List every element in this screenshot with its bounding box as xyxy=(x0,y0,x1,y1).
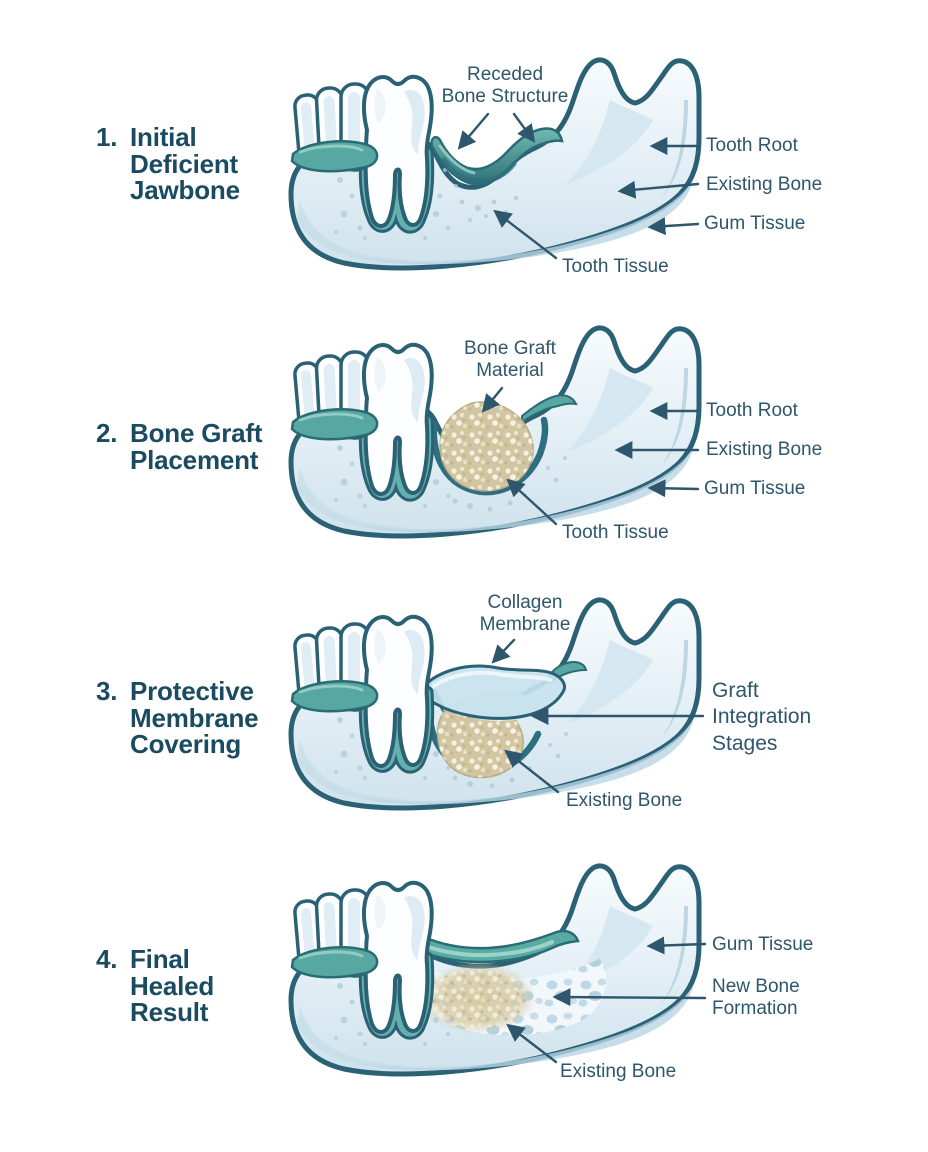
stage-1-number: 1. xyxy=(96,122,118,152)
label-receded-bone-structure: Receded Bone Structure xyxy=(441,64,569,108)
label-graft-integration-stages: Graft Integration Stages xyxy=(712,679,812,755)
stage-2-number: 2. xyxy=(96,418,118,448)
label-bone-graft-material: Bone Graft Material xyxy=(464,338,556,382)
stage-1-arrows xyxy=(457,112,700,260)
label-existing-bone-4: Existing Bone xyxy=(560,1061,677,1082)
label-new-bone-formation: New Bone Formation xyxy=(712,976,800,1020)
stage-3-title: 3. Protective Membrane Covering xyxy=(96,676,259,760)
stage-4-title: 4. Final Healed Result xyxy=(96,946,214,1026)
stage-1-title-text: Initial Deficient Jawbone xyxy=(130,122,240,206)
label-gum-tissue-1: Gum Tissue xyxy=(704,213,806,234)
stage-4-number: 4. xyxy=(96,944,118,974)
label-tooth-root-1: Tooth Root xyxy=(706,135,798,156)
stage-1-illustration xyxy=(291,57,702,271)
label-tooth-root-2: Tooth Root xyxy=(706,400,798,421)
label-tooth-tissue-2: Tooth Tissue xyxy=(562,522,669,543)
stage-4-illustration xyxy=(291,863,707,1077)
stage-3-number: 3. xyxy=(96,676,118,706)
stage-1-title: 1. Initial Deficient Jawbone xyxy=(96,124,240,204)
label-tooth-tissue-1: Tooth Tissue xyxy=(562,256,669,277)
label-existing-bone-1: Existing Bone xyxy=(706,174,823,195)
label-gum-tissue-2: Gum Tissue xyxy=(704,478,806,499)
stage-2-arrows xyxy=(481,386,700,526)
label-existing-bone-2: Existing Bone xyxy=(706,439,823,460)
stage-4-title-text: Final Healed Result xyxy=(130,944,215,1028)
stage-2-illustration xyxy=(291,325,702,539)
stage-3-arrows xyxy=(491,638,705,794)
label-collagen-membrane: Collagen Membrane xyxy=(479,592,571,636)
stage-2-title-text: Bone Graft Placement xyxy=(130,418,263,475)
stage-4-arrows xyxy=(506,936,707,1064)
stage-3-title-text: Protective Membrane Covering xyxy=(130,676,259,760)
label-existing-bone-3: Existing Bone xyxy=(566,790,683,811)
stage-3-illustration xyxy=(291,597,705,811)
stage-2-title: 2. Bone Graft Placement xyxy=(96,418,263,475)
label-gum-tissue-4: Gum Tissue xyxy=(712,934,814,955)
